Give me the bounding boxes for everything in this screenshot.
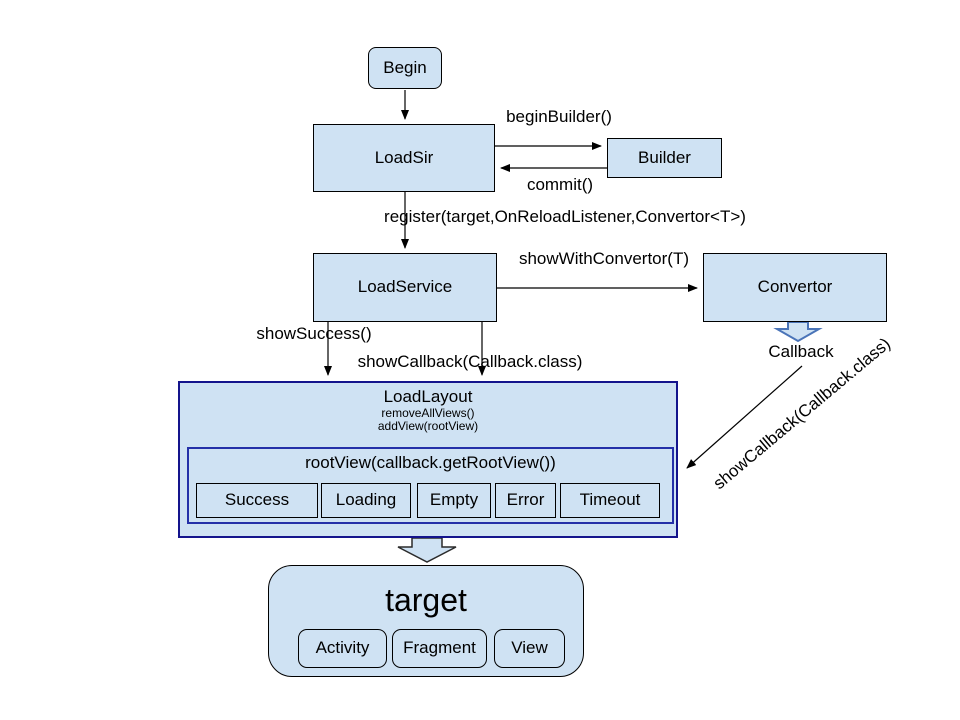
edge-label-showcallback: showCallback(Callback.class) — [357, 352, 583, 371]
begin-label: Begin — [383, 57, 427, 77]
edge-label-showwithconvertor: showWithConvertor(T) — [518, 249, 690, 268]
fragment-label: Fragment — [403, 638, 476, 658]
convertor-node: Convertor — [703, 253, 887, 322]
callback-error-label: Error — [506, 490, 545, 510]
begin-node: Begin — [368, 47, 442, 89]
callback-box-error: Error — [495, 483, 556, 518]
edge-label-beginbuilder: beginBuilder() — [506, 107, 612, 126]
target-title: target — [385, 582, 467, 618]
loadservice-label: LoadService — [357, 277, 453, 297]
edge-label-showsuccess: showSuccess() — [256, 324, 372, 343]
callback-box-success: Success — [196, 483, 318, 518]
callback-success-label: Success — [224, 490, 290, 510]
arrow-callback-to-loadlayout — [686, 365, 803, 469]
loadlayout-method-removeallviews: removeAllViews() — [381, 405, 475, 420]
builder-node: Builder — [607, 138, 722, 178]
builder-label: Builder — [638, 147, 691, 167]
edge-label-register: register(target,OnReloadListener,Convert… — [384, 207, 746, 226]
callback-result-label: Callback — [768, 342, 834, 361]
view-label: View — [511, 638, 548, 658]
target-child-activity: Activity — [298, 629, 387, 668]
callback-box-loading: Loading — [321, 483, 411, 518]
callback-loading-label: Loading — [335, 490, 397, 510]
loadsir-label: LoadSir — [374, 147, 434, 167]
rootview-label: rootView(callback.getRootView()) — [305, 453, 556, 472]
convertor-label: Convertor — [757, 277, 833, 297]
activity-label: Activity — [315, 638, 370, 658]
target-child-view: View — [494, 629, 565, 668]
callback-box-timeout: Timeout — [560, 483, 660, 518]
loadlayout-title: LoadLayout — [383, 387, 473, 406]
loadservice-node: LoadService — [313, 253, 497, 322]
loadlayout-method-addview: addView(rootView) — [377, 419, 479, 434]
target-child-fragment: Fragment — [392, 629, 487, 668]
callback-box-empty: Empty — [417, 483, 491, 518]
callback-empty-label: Empty — [429, 490, 479, 510]
loadsir-node: LoadSir — [313, 124, 495, 192]
callback-timeout-label: Timeout — [579, 490, 641, 510]
edge-label-commit: commit() — [526, 175, 594, 194]
block-arrow-convertor-to-callback — [773, 321, 823, 343]
block-arrow-loadlayout-to-target — [397, 537, 457, 563]
loadlayout-header: LoadLayout removeAllViews() addView(root… — [178, 387, 678, 434]
